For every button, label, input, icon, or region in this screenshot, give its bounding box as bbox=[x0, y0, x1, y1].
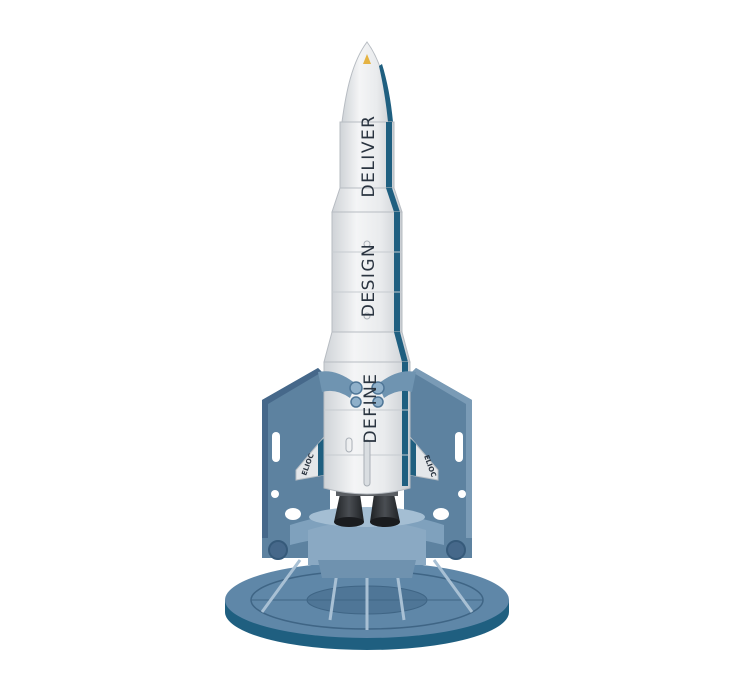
stage-label-deliver: DELIVER bbox=[359, 115, 379, 198]
stage-middle bbox=[331, 211, 403, 333]
stage-label-define: DEFINE bbox=[361, 372, 381, 443]
tower-clamps bbox=[318, 371, 416, 408]
nose-tip bbox=[363, 54, 371, 64]
stage-label-design: DESIGN bbox=[359, 243, 379, 318]
stage-upper bbox=[339, 121, 395, 189]
